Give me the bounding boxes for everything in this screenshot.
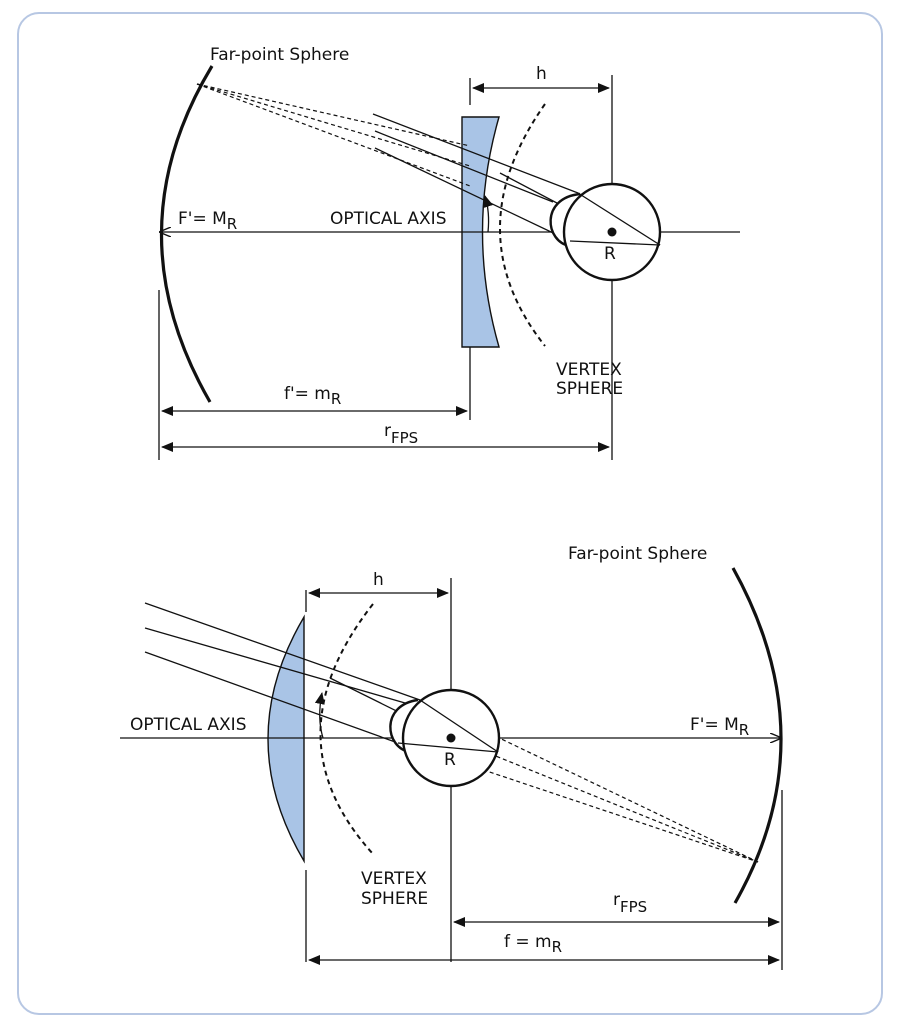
top-rotation-center-label: R: [604, 244, 616, 264]
top-radius-label: rFPS: [384, 421, 418, 447]
top-rotation-arrow: [483, 195, 494, 233]
top-vertex-sphere-label-line1: VERTEX: [556, 360, 622, 380]
bottom-vertex-sphere-label-line1: VERTEX: [361, 869, 427, 889]
bottom-ray: [144, 602, 421, 701]
bottom-focal-length-label: f = mR: [504, 932, 562, 956]
top-rotation-center-dot: [607, 227, 617, 237]
bottom-optical-axis-label: OPTICAL AXIS: [130, 715, 247, 735]
bottom-ray-inside-eye: [419, 699, 499, 753]
top-diagram: Far-point Sphere h F'= MR OPTICAL AXIS R…: [158, 45, 740, 460]
top-h-label: h: [536, 64, 547, 84]
bottom-rotation-arrow: [314, 692, 325, 739]
top-vertex-sphere-label-line2: SPHERE: [556, 379, 623, 399]
bottom-h-label: h: [373, 570, 384, 590]
bottom-dashed-ray: [450, 737, 759, 863]
top-far-point-label: Far-point Sphere: [210, 45, 349, 65]
bottom-diagram: Far-point Sphere h OPTICAL AXIS F'= MR R…: [120, 544, 783, 970]
bottom-ray: [144, 627, 413, 706]
top-dashed-ray: [196, 83, 471, 167]
bottom-focal-point-label: F'= MR: [690, 715, 749, 739]
top-ray: [372, 113, 579, 194]
bottom-rotation-center-label: R: [444, 750, 456, 770]
figure-frame: [17, 12, 883, 1015]
top-optical-axis-label: OPTICAL AXIS: [330, 209, 447, 229]
top-focal-point-label: F'= MR: [178, 209, 237, 233]
top-ray-inside-eye: [569, 240, 661, 246]
bottom-far-point-label: Far-point Sphere: [568, 544, 707, 564]
bottom-ray-inside-eye: [397, 742, 499, 753]
bottom-ray: [144, 651, 399, 744]
top-focal-length-label: f'= mR: [284, 384, 341, 408]
bottom-lens: [267, 614, 305, 864]
top-vertex-sphere: [499, 103, 546, 347]
bottom-far-point-sphere: [731, 567, 783, 904]
top-ray-inside-eye: [577, 192, 661, 246]
top-ray: [374, 130, 554, 203]
bottom-rotation-center-dot: [446, 733, 456, 743]
bottom-vertex-sphere-label-line2: SPHERE: [361, 889, 428, 909]
bottom-radius-label: rFPS: [613, 890, 647, 916]
top-ray: [374, 147, 571, 242]
top-dashed-ray: [196, 83, 471, 147]
bottom-vertex-sphere: [319, 603, 374, 855]
top-far-point-sphere: [159, 65, 214, 403]
